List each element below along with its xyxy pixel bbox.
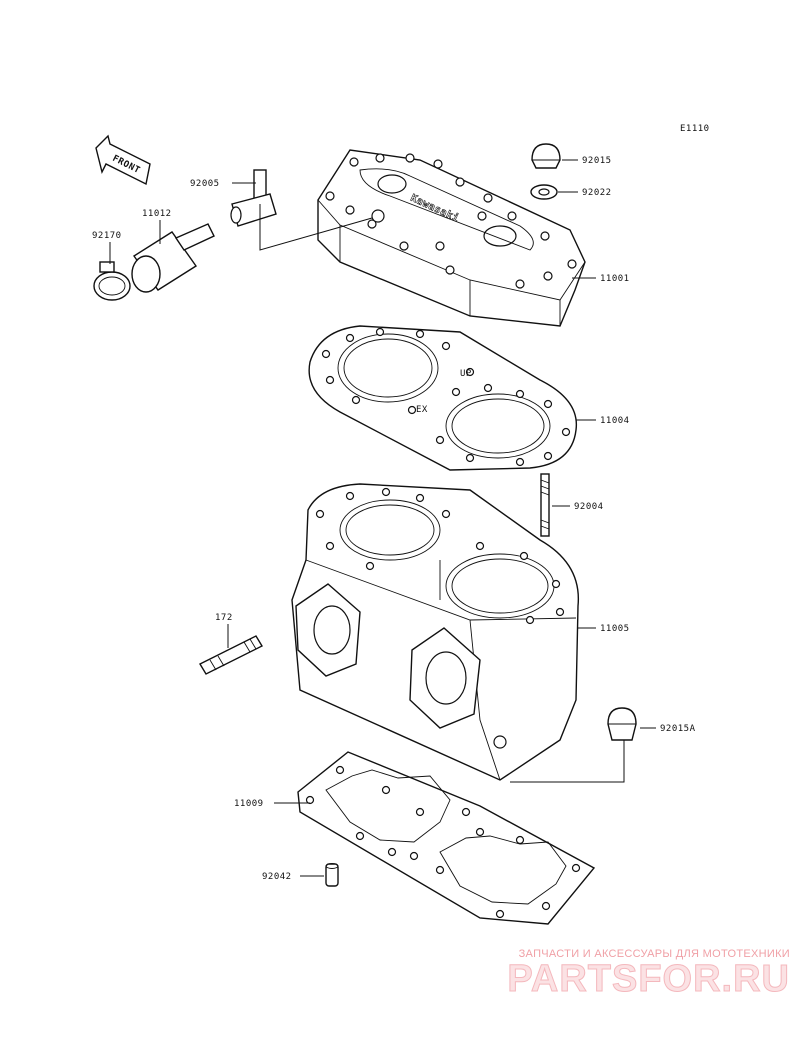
label-92004: 92004 (574, 502, 604, 512)
label-11012: 11012 (142, 209, 172, 219)
label-11001: 11001 (600, 274, 630, 284)
cylinder-head[interactable]: Kawasaki (317, 149, 586, 327)
label-92015a: 92015A (660, 724, 696, 734)
watermark-tagline: ЗАПЧАСТИ И АКСЕССУАРЫ ДЛЯ МОТОТЕХНИКИ (518, 948, 790, 960)
dowel-pin[interactable] (325, 863, 339, 887)
stud-short[interactable] (199, 635, 263, 675)
head-gasket-up-mark: UP (460, 369, 472, 379)
label-92022: 92022 (582, 188, 612, 198)
label-92015: 92015 (582, 156, 612, 166)
nipple[interactable] (230, 169, 277, 227)
label-11004: 11004 (600, 416, 630, 426)
label-11005: 11005 (600, 624, 630, 634)
stud-long[interactable] (540, 473, 550, 537)
head-gasket[interactable]: UP EX (308, 325, 578, 471)
front-arrow-icon: FRONT (95, 134, 151, 186)
label-172: 172 (215, 613, 233, 623)
cylinder[interactable] (291, 483, 580, 781)
leader-lines (109, 159, 656, 877)
watermark: ЗАПЧАСТИ И АКСЕССУАРЫ ДЛЯ МОТОТЕХНИКИ PA… (470, 948, 790, 1001)
cap-nut-top[interactable] (531, 143, 561, 169)
fitting[interactable] (131, 223, 215, 293)
washer[interactable] (530, 184, 558, 200)
clamp[interactable] (93, 261, 131, 301)
label-92005: 92005 (190, 179, 220, 189)
diagram-id: E1110 (680, 124, 710, 134)
label-92042: 92042 (262, 872, 292, 882)
base-gasket[interactable] (297, 751, 596, 925)
label-92170: 92170 (92, 231, 122, 241)
cap-nut-bottom[interactable] (607, 707, 637, 741)
label-11009: 11009 (234, 799, 264, 809)
head-gasket-ex-mark: EX (416, 405, 428, 415)
watermark-brand: PARTSFOR.RU (507, 958, 790, 1001)
